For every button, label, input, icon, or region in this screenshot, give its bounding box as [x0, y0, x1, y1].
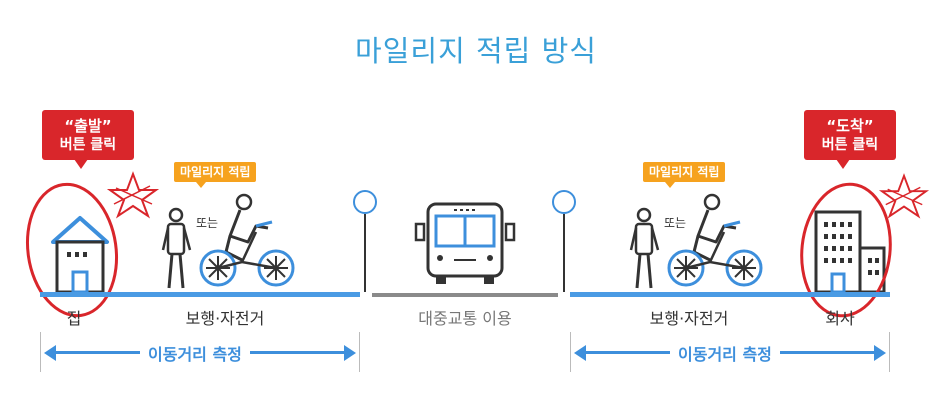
or-text-left: 또는 — [196, 216, 219, 230]
bus-stop-pole-right — [563, 214, 565, 292]
pedestrian-icon-right — [629, 207, 660, 289]
star-scribble-icon-right — [878, 173, 930, 219]
bus-stop-pole-left — [364, 214, 366, 292]
road-transit — [372, 293, 558, 297]
end-callout-subtitle: 버튼 클릭 — [821, 137, 879, 153]
or-text-right: 또는 — [664, 216, 687, 230]
measure-label-left: 이동거리 측정 — [140, 341, 250, 365]
cyclist-icon — [199, 193, 295, 287]
bus-icon — [414, 202, 516, 284]
end-highlight-ellipse — [800, 182, 892, 318]
end-callout-title: “도착” — [826, 117, 874, 135]
mileage-tag-left: 마일리지 적립 — [174, 162, 257, 188]
cyclist-icon-right — [667, 193, 763, 287]
end-callout: “도착” 버튼 클릭 — [804, 110, 896, 169]
page-title: 마일리지 적립 방식 — [355, 34, 597, 68]
road-right — [570, 292, 890, 297]
pedestrian-icon — [161, 207, 192, 289]
start-callout-title: “출발” — [64, 117, 112, 135]
label-office: 회사 — [825, 309, 855, 328]
label-walk-bike-right: 보행·자전거 — [649, 309, 729, 328]
label-home: 집 — [66, 309, 82, 328]
bus-stop-icon-right — [552, 190, 576, 214]
start-callout: “출발” 버튼 클릭 — [42, 110, 134, 169]
start-callout-subtitle: 버튼 클릭 — [59, 137, 117, 153]
bus-stop-icon-left — [353, 190, 377, 214]
measure-bracket-left: 이동거리 측정 — [40, 332, 360, 372]
start-highlight-ellipse — [25, 182, 119, 318]
measure-bracket-right: 이동거리 측정 — [570, 332, 890, 372]
label-walk-bike-left: 보행·자전거 — [185, 309, 265, 328]
label-transit: 대중교통 이용 — [418, 309, 512, 328]
road-left — [40, 292, 360, 297]
star-scribble-icon — [106, 171, 160, 219]
mileage-tag-right: 마일리지 적립 — [643, 162, 726, 188]
office-building-icon — [814, 210, 886, 294]
measure-label-right: 이동거리 측정 — [670, 341, 780, 365]
